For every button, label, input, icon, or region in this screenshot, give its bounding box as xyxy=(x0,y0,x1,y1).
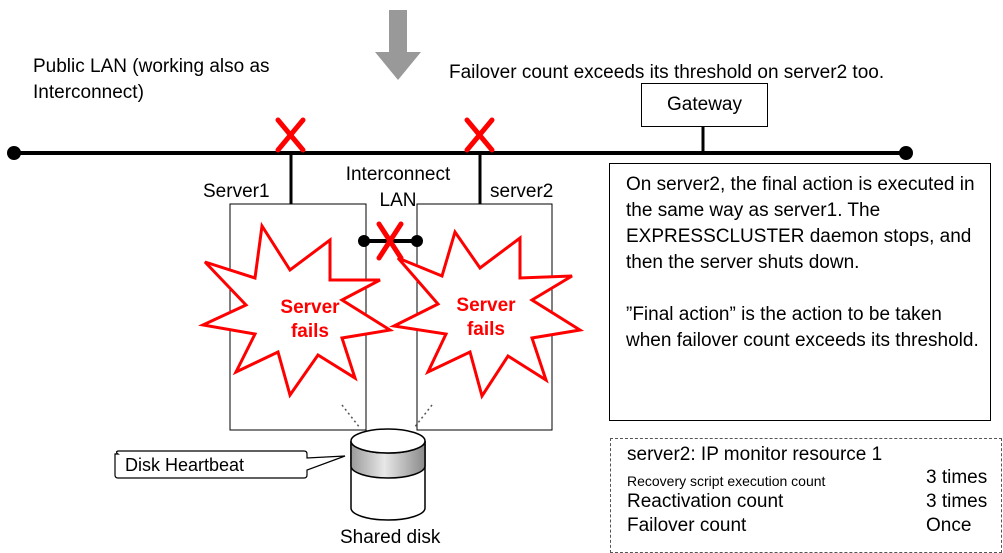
settings-row-value: 3 times xyxy=(926,491,988,512)
disk-heartbeat-callout xyxy=(114,450,346,479)
server2-fails-label: Server fails xyxy=(456,295,516,340)
down-arrow-icon xyxy=(375,10,421,80)
lan-endpoint-right xyxy=(899,146,913,160)
failover-threshold-note: Failover count exceeds its threshold on … xyxy=(449,62,885,83)
disk-cylinder-icon xyxy=(350,428,426,521)
settings-row: Reactivation count 3 times xyxy=(627,491,1001,515)
monitor-settings-box: server2: IP monitor resource 1 Recovery … xyxy=(610,438,1002,553)
interconnect-lan-label: Interconnect LAN xyxy=(345,164,451,211)
settings-row-label: Recovery script execution count xyxy=(627,473,826,489)
cross-mark-icon xyxy=(376,221,404,261)
gateway-box: Gateway xyxy=(641,83,768,127)
server2-label: server2 xyxy=(490,181,554,202)
settings-title: server2: IP monitor resource 1 xyxy=(627,444,883,465)
cross-mark-icon xyxy=(464,117,495,153)
interconnect-node-left xyxy=(358,235,370,247)
note-paragraph-2: ”Final action” is the action to be taken… xyxy=(626,304,979,351)
settings-row: Recovery script execution count 3 times xyxy=(627,467,1001,491)
server1-fails-label: Server fails xyxy=(280,297,340,342)
cross-mark-icon xyxy=(275,117,306,153)
note-paragraph-1: On server2, the final action is executed… xyxy=(626,174,975,273)
gateway-label: Gateway xyxy=(667,94,742,115)
lan-endpoint-left xyxy=(7,146,21,160)
explosion-icon xyxy=(389,228,585,400)
settings-row: Failover count Once xyxy=(627,515,1001,539)
settings-row-value: 3 times xyxy=(926,467,988,488)
settings-row-label: Reactivation count xyxy=(627,491,784,512)
settings-row-label: Failover count xyxy=(627,515,747,536)
disk-heartbeat-label: Disk Heartbeat xyxy=(125,455,245,475)
public-lan-label: Public LAN (working also as Interconnect… xyxy=(33,56,270,103)
settings-row-value: Once xyxy=(926,515,972,536)
server1-label: Server1 xyxy=(203,181,270,202)
shared-disk-label: Shared disk xyxy=(340,527,441,548)
interconnect-node-right xyxy=(411,235,423,247)
explosion-icon xyxy=(198,221,395,399)
final-action-note: On server2, the final action is executed… xyxy=(609,163,991,421)
